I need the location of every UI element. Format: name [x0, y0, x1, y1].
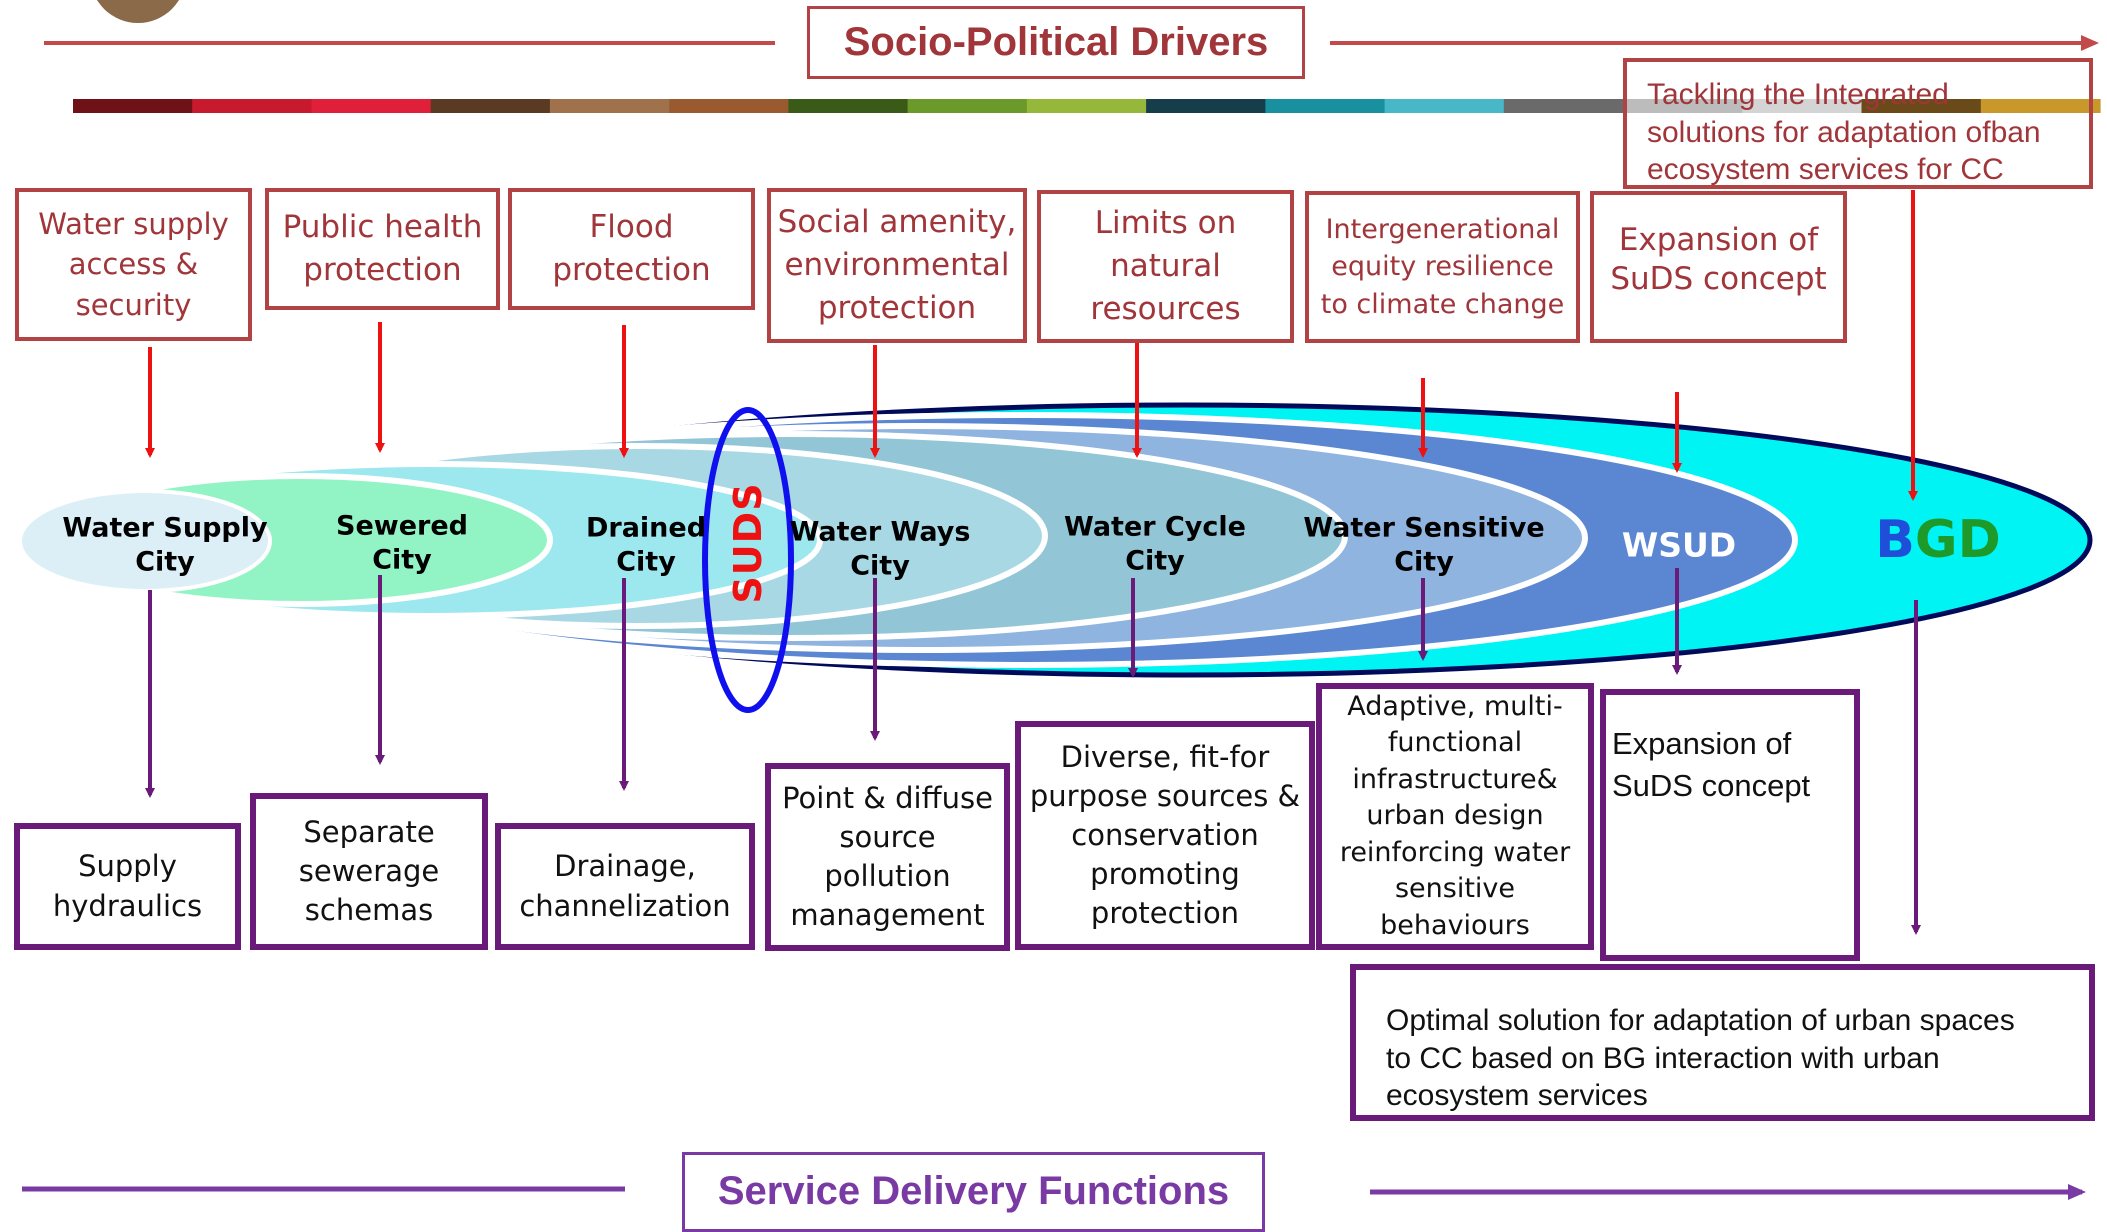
service-arrows	[145, 568, 1921, 935]
color-band-segment	[1503, 99, 1624, 113]
color-band-segment	[311, 99, 432, 113]
color-band-segment	[1861, 99, 1982, 113]
logo-fragment	[97, 0, 179, 23]
driver-social-amenity: Social amenity, environmental protection	[767, 188, 1027, 343]
suds-ring	[702, 407, 794, 713]
driver-public-health-protection: Public health protection	[265, 188, 500, 310]
city-label-drained: Drained City	[585, 512, 707, 577]
color-band-segment	[1623, 99, 1743, 113]
color-band-segment	[669, 99, 789, 113]
driver-water-supply-access: Water supply access & security	[15, 188, 252, 341]
city-label-water-supply: Water Supply City	[62, 512, 268, 577]
color-band-segment	[1026, 99, 1147, 113]
driver-arrows	[145, 190, 1918, 501]
color-band-segment	[1384, 99, 1505, 113]
color-band-segment	[192, 99, 312, 113]
service-supply-hydraulics: Supply hydraulics	[14, 823, 241, 950]
city-label-water-ways: Water Ways City	[789, 516, 971, 581]
ellipse-water-supply	[18, 489, 272, 593]
socio-political-drivers-title: Socio-Political Drivers	[807, 6, 1305, 79]
city-evolution-ellipses	[18, 402, 2093, 713]
color-band	[73, 99, 2101, 113]
driver-limits-natural-resources: Limits on natural resources	[1037, 190, 1294, 343]
service-delivery-functions-title: Service Delivery Functions	[682, 1152, 1265, 1232]
service-separate-sewerage: Separate sewerage schemas	[250, 793, 488, 950]
service-adaptive-infrastructure: Adaptive, multi- functional infrastructu…	[1316, 683, 1594, 950]
color-band-segment	[73, 99, 193, 113]
driver-intergenerational-equity: Intergenerational equity resilience to c…	[1305, 191, 1580, 343]
color-band-segment	[907, 99, 1028, 113]
bgd-label-b: B	[1875, 510, 1915, 570]
color-band-segment	[1980, 99, 2101, 113]
service-diverse-sources: Diverse, fit-for purpose sources & conse…	[1015, 721, 1315, 950]
color-band-segment	[430, 99, 551, 113]
driver-expansion-suds: Expansion of SuDS concept	[1590, 191, 1847, 343]
driver-flood-protection: Flood protection	[508, 188, 755, 310]
color-band-segment	[1265, 99, 1386, 113]
city-label-sewered: Sewered City	[336, 510, 468, 575]
bgd-label-gd: GD	[1914, 510, 2001, 570]
service-drainage-channelization: Drainage, channelization	[495, 823, 755, 950]
bgd-label: BGD	[1875, 510, 2001, 570]
city-label-water-cycle: Water Cycle City	[1064, 511, 1246, 576]
color-band-segment	[1146, 99, 1266, 113]
service-pollution-management: Point & diffuse source pollution managem…	[765, 763, 1010, 951]
city-label-wsud: WSUD	[1621, 525, 1737, 565]
city-label-water-sensitive: Water Sensitive City	[1303, 512, 1545, 577]
suds-label: SUDS	[726, 482, 770, 604]
service-expansion-suds: Expansion of SuDS concept	[1600, 689, 1860, 961]
optimal-solution-box: Optimal solution for adaptation of urban…	[1350, 964, 2095, 1121]
color-band-segment	[549, 99, 670, 113]
tackling-integrated-solutions-box: Tackling the Integrated solutions for ad…	[1623, 58, 2093, 189]
color-band-segment	[788, 99, 909, 113]
color-band-segment	[1742, 99, 1863, 113]
